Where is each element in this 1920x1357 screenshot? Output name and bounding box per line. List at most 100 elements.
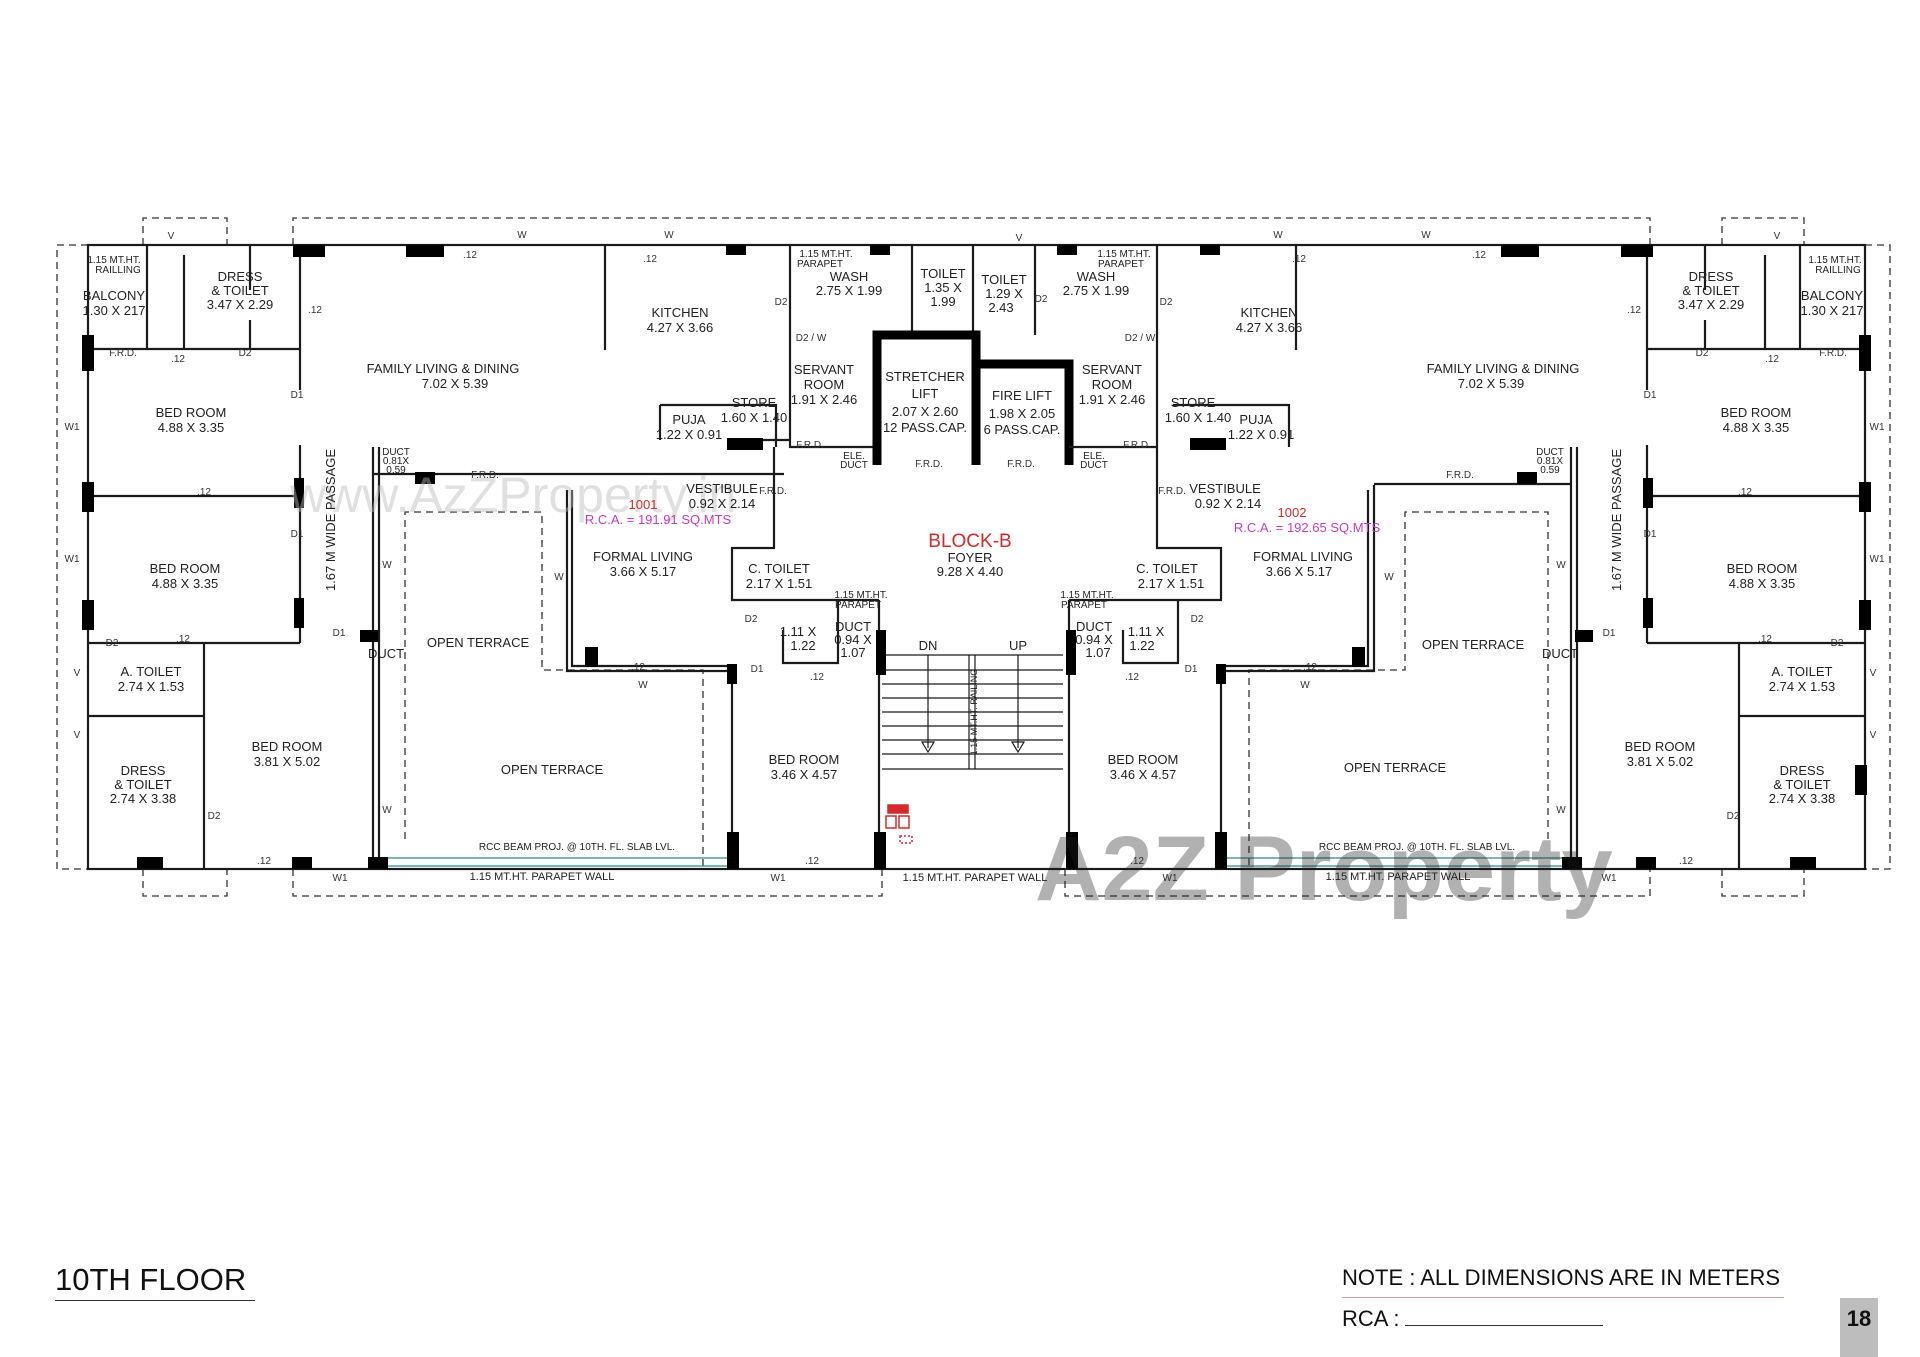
- dimension-mark: D2: [1727, 811, 1740, 822]
- stairs-up-label: UP: [1009, 638, 1027, 653]
- passage-label: 1.67 M WIDE PASSAGE: [1609, 449, 1624, 591]
- dimensions-note: NOTE : ALL DIMENSIONS ARE IN METERS: [1342, 1265, 1784, 1298]
- dimension-mark: W1: [771, 873, 786, 884]
- dimension-mark: W: [382, 560, 392, 571]
- dimension-mark: V: [74, 730, 81, 741]
- dimension-mark: F.R.D.: [1007, 459, 1035, 470]
- room-label: 1.15 MT.HT.RAILLING: [1808, 255, 1861, 276]
- dimension-mark: .12: [631, 662, 645, 673]
- page-number-badge: 18: [1840, 1298, 1878, 1357]
- room-label-open-terrace: OPEN TERRACE: [1344, 760, 1447, 775]
- watermark-logo: A2Z Property: [1035, 818, 1613, 920]
- room-label-open-terrace: OPEN TERRACE: [427, 635, 530, 650]
- dimension-mark: W: [1421, 230, 1431, 241]
- parapet-label: 1.15 MT.HT.PARAPET: [1060, 590, 1113, 611]
- dimension-mark: W1: [65, 554, 80, 565]
- dimension-mark: D2 / W: [1125, 333, 1156, 344]
- dimension-mark: D2: [775, 297, 788, 308]
- dimension-mark: D1: [1644, 390, 1657, 401]
- dimension-mark: D1: [291, 390, 304, 401]
- rcc-beam-label: RCC BEAM PROJ. @ 10TH. FL. SLAB LVL.: [479, 842, 675, 853]
- dimension-mark: W: [382, 805, 392, 816]
- dimension-mark: .12: [1758, 634, 1772, 645]
- stairs-down-label: DN: [919, 638, 938, 653]
- dimension-mark: W: [1384, 572, 1394, 583]
- dimension-mark: D1: [291, 529, 304, 540]
- dimension-mark: D2: [239, 348, 252, 359]
- dimension-mark: .12: [308, 305, 322, 316]
- dimension-mark: V: [1870, 730, 1877, 741]
- columns: [82, 245, 1871, 869]
- dimension-mark: F.R.D.: [1819, 348, 1847, 359]
- unit-number: 1001: [629, 497, 658, 512]
- dimension-mark: .12: [1472, 250, 1486, 261]
- stair-railing-label: 1.15 MT.HT. RAILING: [969, 669, 979, 756]
- fire-equipment-icon: [885, 804, 913, 844]
- dimension-mark: F.R.D.: [915, 459, 943, 470]
- ele-duct-label: ELE.DUCT: [1080, 451, 1108, 471]
- dimension-mark: W1: [1870, 554, 1885, 565]
- dimension-mark: .12: [643, 254, 657, 265]
- room-label: 1.15 MT.HT.RAILLING: [87, 255, 141, 276]
- rca-field: RCA :: [1342, 1306, 1604, 1332]
- dimension-mark: W: [664, 230, 674, 241]
- dimension-mark: .12: [1627, 305, 1641, 316]
- dimension-mark: .12: [1130, 856, 1144, 867]
- dimension-mark: D1: [1644, 529, 1657, 540]
- dimension-mark: .12: [1303, 662, 1317, 673]
- dimension-mark: D2 / W: [796, 333, 827, 344]
- parapet-wall-label: 1.15 MT.HT. PARAPET WALL: [903, 872, 1048, 884]
- dimension-mark: .12: [1738, 487, 1752, 498]
- dimension-mark: D1: [1603, 628, 1616, 639]
- parapet-wall-label: 1.15 MT.HT. PARAPET WALL: [1326, 871, 1471, 883]
- dimension-mark: .12: [810, 672, 824, 683]
- dimension-mark: W1: [1870, 422, 1885, 433]
- rca-blank-line: [1405, 1325, 1604, 1326]
- dimension-mark: W: [554, 572, 564, 583]
- dimension-mark: W: [1556, 805, 1566, 816]
- watermark-url: www.AzZProperty.in: [289, 467, 736, 523]
- room-label-open-terrace: OPEN TERRACE: [501, 762, 604, 777]
- dimension-mark: W1: [65, 422, 80, 433]
- dimension-mark: F.R.D.: [471, 470, 499, 481]
- dimension-mark: V: [1774, 231, 1781, 242]
- dimension-mark: D2: [1696, 348, 1709, 359]
- dimension-mark: W: [638, 680, 648, 691]
- dimension-mark: .12: [176, 634, 190, 645]
- dimension-mark: W: [1273, 230, 1283, 241]
- block-label: BLOCK-B: [928, 531, 1011, 552]
- dimension-mark: W: [1300, 680, 1310, 691]
